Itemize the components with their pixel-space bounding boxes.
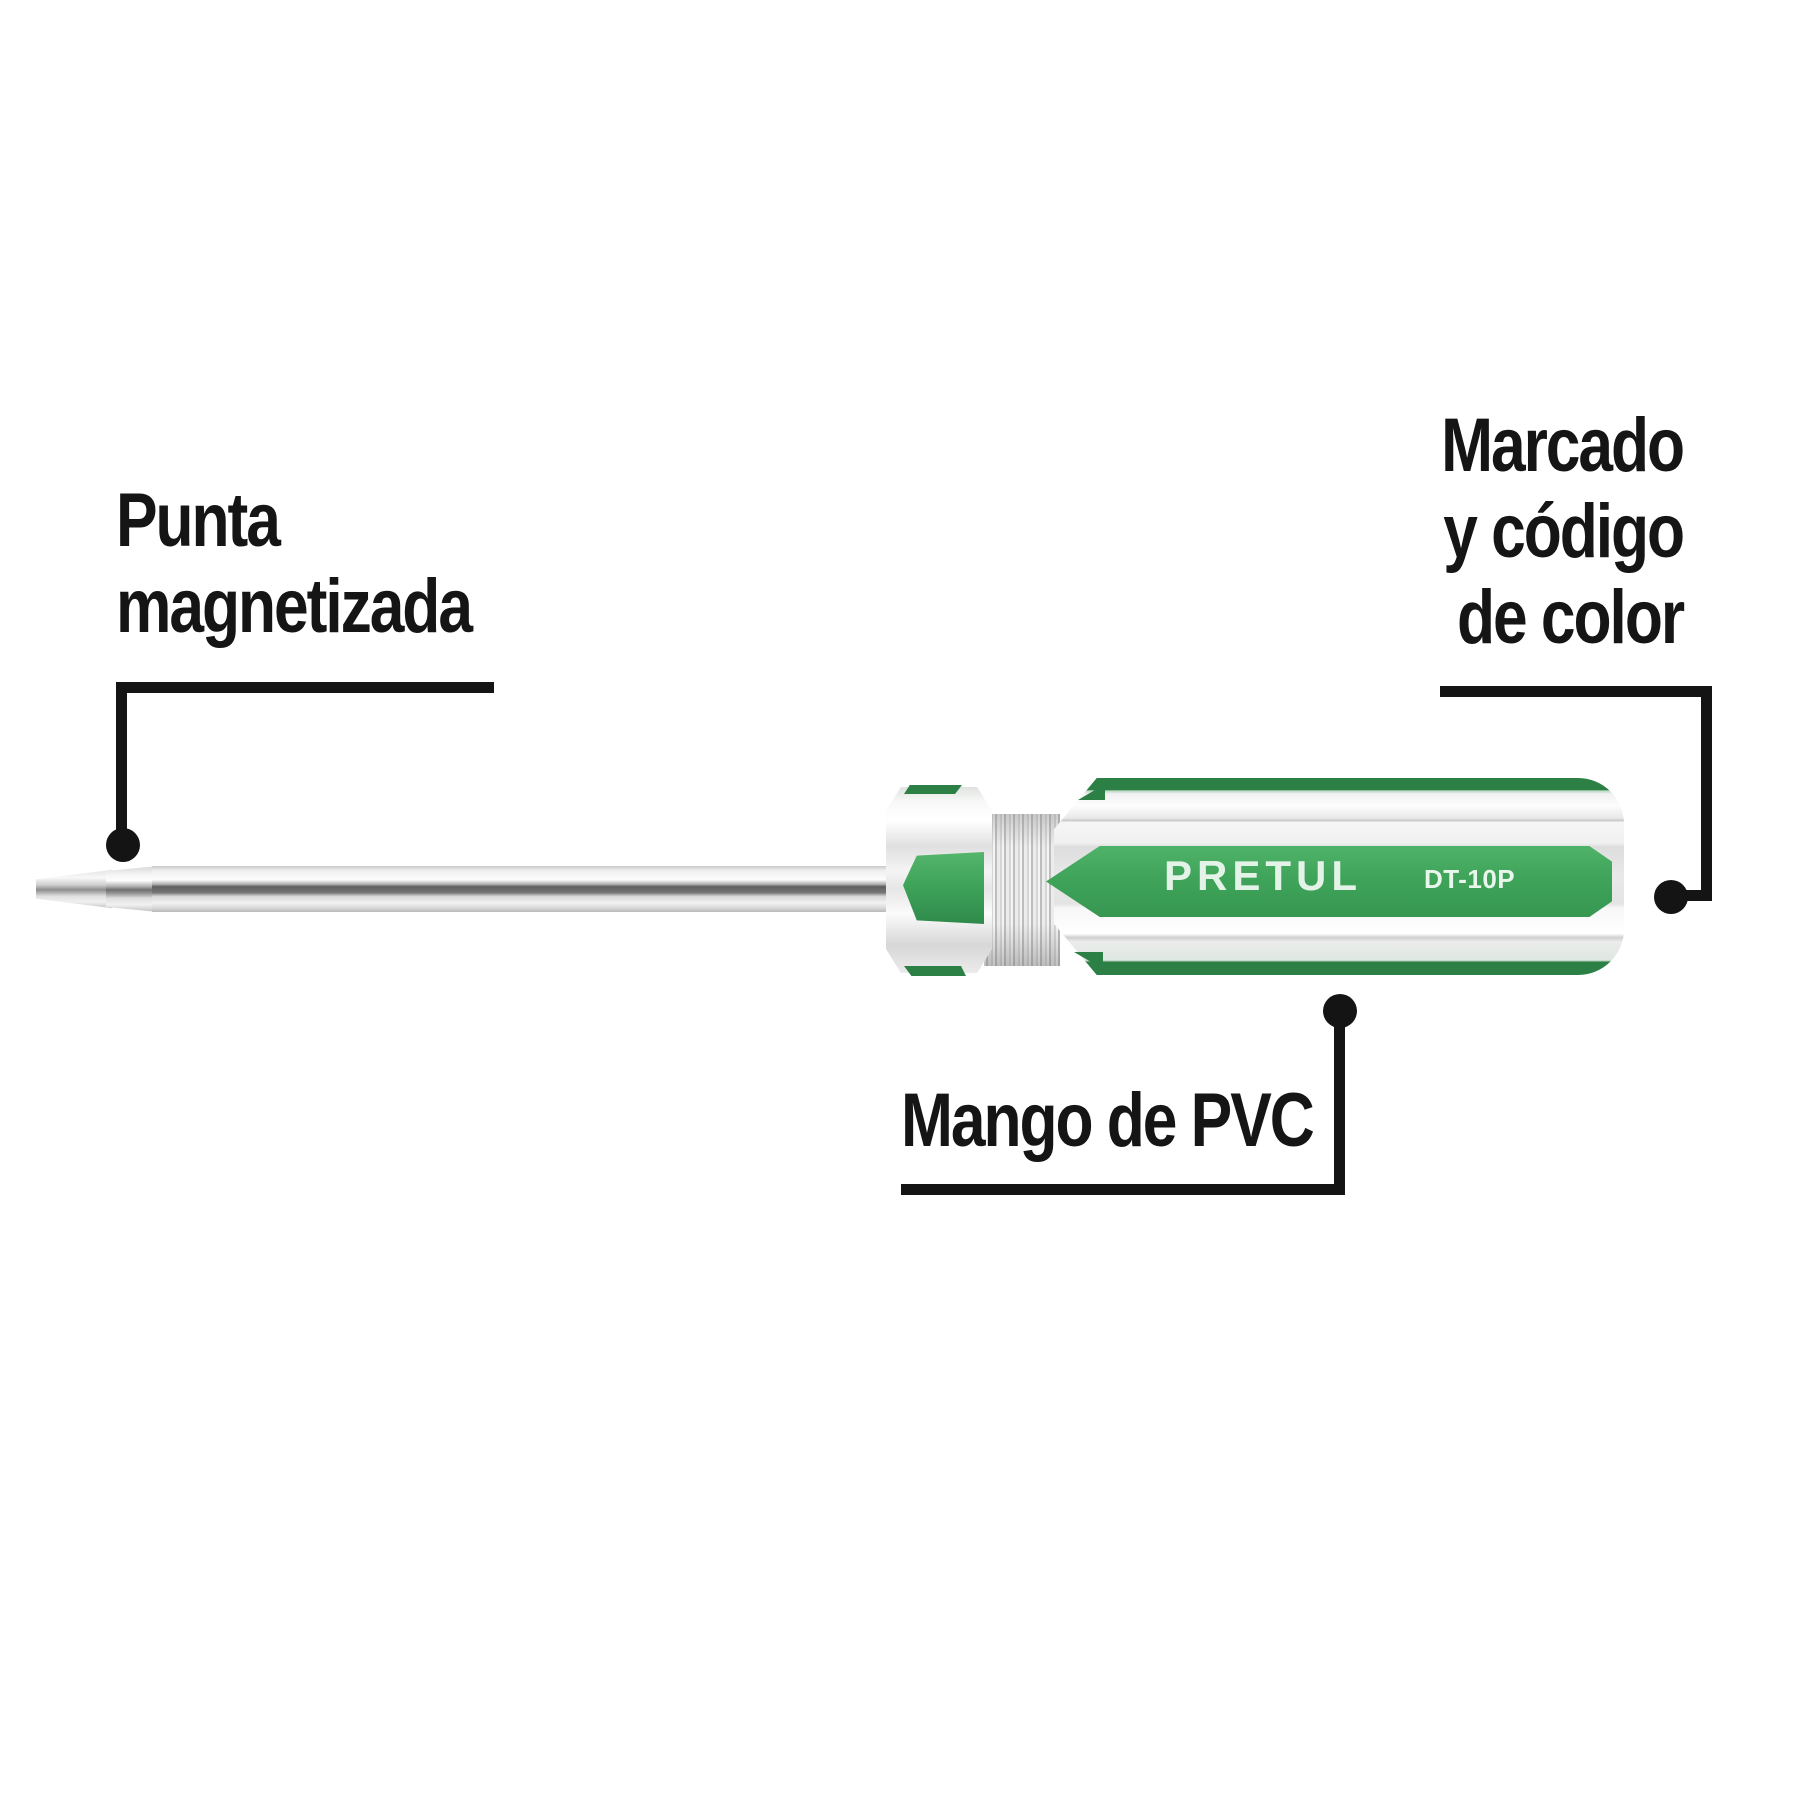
callout-line-mango-horizontal [901, 1184, 1345, 1195]
collar-green-hex-insert [903, 852, 984, 924]
handle-ribbed-neck [984, 814, 1060, 966]
callout-dot-punta [106, 828, 140, 862]
label-marcado-line3: de color [1456, 575, 1685, 660]
collar-green-accent-bottom [904, 966, 966, 976]
label-punta-magnetizada: Punta magnetizada [116, 478, 473, 650]
callout-line-punta-horizontal [116, 682, 494, 693]
screwdriver-tip-flare [106, 866, 158, 912]
callout-line-punta-vertical [116, 682, 127, 834]
handle-flare-accent-bottom [1074, 952, 1103, 969]
label-punta-line1: Punta [116, 478, 281, 563]
screwdriver-magnetized-tip [36, 869, 112, 909]
label-marcado-line2: y código [1443, 489, 1685, 574]
callout-dot-marcado [1654, 880, 1688, 914]
model-code-text: DT-10P [1424, 864, 1516, 894]
screwdriver-shaft [152, 866, 905, 912]
callout-dot-mango [1323, 994, 1357, 1028]
callout-line-mango-vertical [1334, 1024, 1345, 1195]
label-marcado-line1: Marcado [1441, 403, 1685, 488]
label-mango-pvc: Mango de PVC [901, 1078, 1315, 1164]
callout-line-marcado-stub [1668, 890, 1712, 901]
label-punta-line2: magnetizada [116, 564, 473, 649]
handle-green-brand-band [1046, 846, 1612, 917]
label-mango-text: Mango de PVC [901, 1078, 1315, 1163]
callout-line-marcado-vertical [1701, 686, 1712, 898]
callout-line-marcado-horizontal [1440, 686, 1712, 697]
brand-text: PRETUL [1164, 852, 1362, 899]
label-marcado-codigo-color: Marcado y código de color [1441, 403, 1685, 661]
collar-green-accent-top [904, 785, 962, 794]
